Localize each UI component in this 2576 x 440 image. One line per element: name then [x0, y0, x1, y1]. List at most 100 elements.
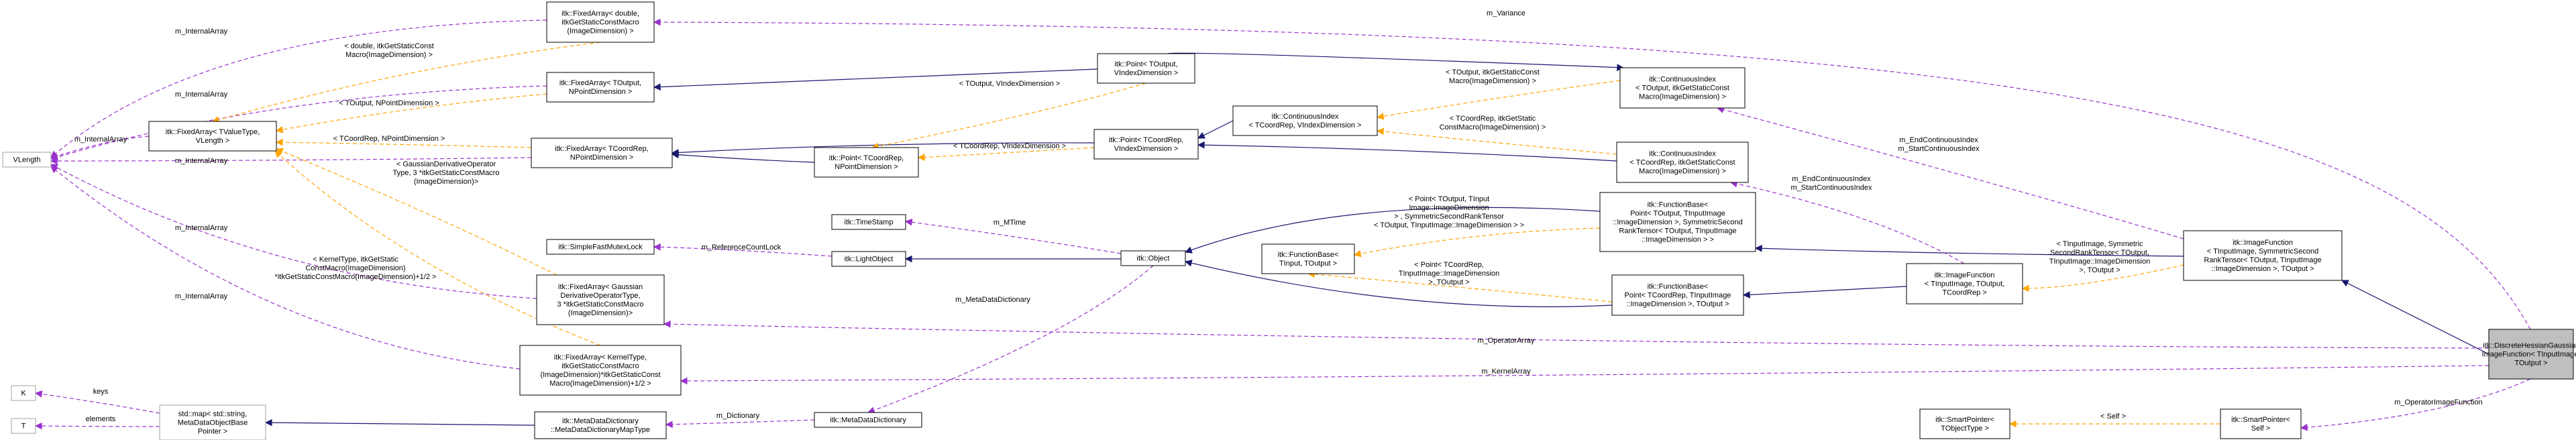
template-edge — [275, 138, 532, 148]
edge-label: < TOutput, VIndexDimension > — [959, 80, 1061, 88]
usage-edge — [1716, 106, 2184, 239]
class-node-fb-point-toutput[interactable]: itk::FunctionBase<Point< TOutput, TInput… — [1599, 192, 1756, 252]
class-node-fa-toutput[interactable]: itk::FixedArray< TOutput,NPointDimension… — [546, 72, 655, 103]
class-name: itk::FunctionBase<TInput, TOutput > — [1278, 251, 1339, 268]
usage-edge — [680, 365, 2489, 385]
class-node-contindex-tcoord[interactable]: itk::ContinuousIndex< TCoordRep, VIndexD… — [1232, 105, 1378, 136]
template-edge — [871, 82, 1146, 150]
class-name: itk::MetaDataDictionary — [830, 417, 906, 425]
template-edge — [2021, 264, 2184, 292]
edge-label: m_OperatorImageFunction — [2394, 398, 2482, 406]
template-edge — [1376, 127, 1617, 155]
class-node-point-tcoord-v[interactable]: itk::Point< TCoordRep,VIndexDimension > — [1093, 129, 1199, 160]
usage-edge — [50, 19, 547, 158]
edge-label: m_InternalArray — [175, 28, 228, 36]
class-node-smartptr-tobject[interactable]: itk::SmartPointer<TObjectType > — [1919, 408, 2010, 439]
class-name: itk::SimpleFastMutexLock — [558, 243, 643, 252]
class-node-ci-tcoord[interactable]: itk::ContinuousIndex< TCoordRep, itkGetS… — [1616, 142, 1749, 183]
class-name: itk::Point< TOutput,VIndexDimension > — [1114, 60, 1179, 77]
class-name: itk::FixedArray< TOutput,NPointDimension… — [559, 79, 641, 96]
class-node-t[interactable]: T — [11, 418, 36, 434]
class-node-timestamp[interactable]: itk::TimeStamp — [831, 214, 906, 230]
inheritance-edge — [1197, 120, 1234, 139]
class-node-smartptr-self[interactable]: itk::SmartPointer<Self > — [2220, 408, 2302, 439]
class-node-fa-tcoord[interactable]: itk::FixedArray< TCoordRep,NPointDimensi… — [531, 138, 673, 168]
class-name: itk::Point< TCoordRep,VIndexDimension > — [1109, 136, 1183, 153]
edge-label: m_InternalArray — [175, 91, 228, 99]
class-name: itk::Object — [1137, 255, 1170, 263]
usage-edge — [50, 164, 537, 299]
class-node-imagefunction-tinput[interactable]: itk::ImageFunction< TInputImage, TOutput… — [1906, 263, 2023, 305]
usage-edge — [34, 422, 160, 430]
class-name: itk::SmartPointer<TObjectType > — [1935, 416, 1994, 433]
usage-edge — [665, 419, 815, 429]
class-node-vlength[interactable]: VLength — [2, 152, 52, 168]
edge-label: < Self > — [2100, 412, 2126, 421]
inheritance-edge — [671, 151, 815, 163]
class-node-fa-tvalue[interactable]: itk::FixedArray< TValueType,VLength > — [148, 121, 277, 152]
class-name: itk::ContinuousIndex< TCoordRep, itkGetS… — [1629, 150, 1735, 176]
template-edge — [275, 93, 547, 133]
usage-edge — [50, 166, 521, 370]
inheritance-edge — [1742, 286, 1907, 298]
class-node-mutexlock[interactable]: itk::SimpleFastMutexLock — [546, 239, 655, 255]
class-node-mdd[interactable]: itk::MetaDataDictionary — [814, 412, 922, 428]
class-name: itk::MetaDataDictionary::MetaDataDiction… — [551, 417, 650, 434]
class-node-k[interactable]: K — [11, 385, 36, 401]
edge-label: m_OperatorArray — [1478, 337, 1535, 345]
template-edge — [1376, 80, 1621, 120]
class-node-point-toutput[interactable]: itk::Point< TOutput,VIndexDimension > — [1097, 53, 1195, 84]
inheritance-edge — [264, 419, 535, 427]
class-node-point-tcoord-n[interactable]: itk::Point< TCoordRep,NPointDimension > — [814, 147, 919, 178]
class-node-fb-point-tcoord[interactable]: itk::FunctionBase<Point< TCoordRep, TInp… — [1611, 274, 1744, 316]
class-node-fa-double[interactable]: itk::FixedArray< double,itkGetStaticCons… — [546, 1, 655, 43]
edge-label: m_Variance — [1487, 9, 1525, 17]
class-name: itk::TimeStamp — [845, 219, 894, 227]
class-node-fa-kernel[interactable]: itk::FixedArray< KernelType,itkGetStatic… — [519, 345, 682, 396]
class-name: itk::ImageFunction< TInputImage, Symmetr… — [2204, 239, 2321, 273]
inheritance-edge — [1197, 141, 1617, 162]
edge-label: m_KernelArray — [1481, 368, 1531, 376]
class-node-object[interactable]: itk::Object — [1120, 250, 1186, 266]
class-node-ci-toutput[interactable]: itk::ContinuousIndex< TOutput, itkGetSta… — [1619, 67, 1746, 109]
edge-label: < TCoordRep, VIndexDimension > — [953, 142, 1066, 150]
template-edge — [1353, 227, 1601, 258]
class-node-fb-tinput[interactable]: itk::FunctionBase<TInput, TOutput > — [1261, 243, 1355, 274]
class-node-mddmap[interactable]: itk::MetaDataDictionary::MetaDataDiction… — [534, 411, 667, 439]
class-name: itk::FixedArray< KernelType,itkGetStatic… — [540, 353, 660, 388]
class-node-imagefunction-sym[interactable]: itk::ImageFunction< TInputImage, Symmetr… — [2183, 230, 2343, 281]
edge-label: m_InternalArray — [175, 292, 228, 300]
class-name: VLength — [13, 156, 41, 164]
inheritance-edge — [1167, 52, 1625, 72]
edge-label: m_InternalArray — [175, 157, 228, 165]
usage-edge — [867, 265, 1154, 414]
usage-edge — [653, 243, 833, 257]
inheritance-edge — [1184, 260, 1613, 307]
class-name: itk::FixedArray< TCoordRep,NPointDimensi… — [555, 145, 649, 162]
template-edge — [917, 147, 1095, 161]
usage-edge — [34, 390, 160, 414]
usage-edge — [50, 85, 547, 161]
class-node-stdmap[interactable]: std::map< std::string,MetaDataObjectBase… — [159, 404, 266, 440]
template-edge — [211, 42, 601, 123]
class-node-lightobject[interactable]: itk::LightObject — [831, 251, 906, 267]
usage-edge — [50, 157, 532, 165]
class-name: itk::ImageFunction< TInputImage, TOutput… — [1925, 272, 2005, 297]
edge-label: < TOutput, NPointDimension > — [339, 99, 439, 107]
usage-edge — [2300, 378, 2531, 431]
template-edge — [1307, 270, 1613, 302]
class-name: itk::FixedArray< double,itkGetStaticCons… — [561, 10, 639, 36]
class-name: std::map< std::string,MetaDataObjectBase… — [178, 410, 248, 436]
class-name: itk::LightObject — [845, 256, 894, 264]
